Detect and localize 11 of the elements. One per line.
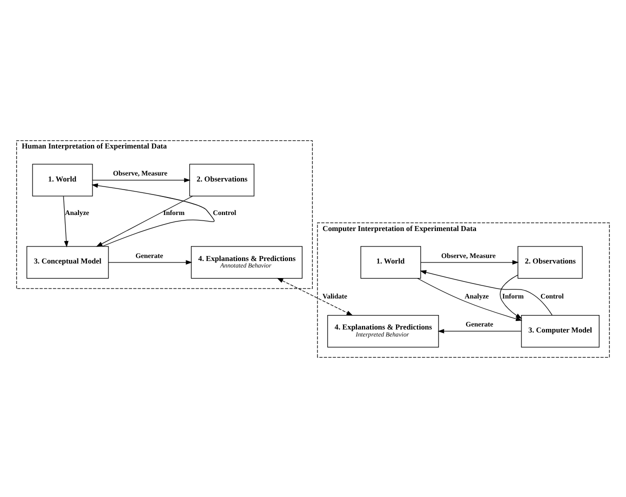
arrow	[96, 195, 193, 246]
arrow	[500, 274, 522, 318]
arrow	[438, 328, 522, 333]
arrow	[108, 260, 192, 264]
arrow	[420, 270, 552, 315]
arrow	[417, 278, 522, 320]
arrow	[276, 277, 353, 316]
arrow	[92, 182, 214, 246]
arrow	[63, 195, 69, 247]
arrow	[420, 260, 519, 264]
arrow	[92, 177, 191, 182]
